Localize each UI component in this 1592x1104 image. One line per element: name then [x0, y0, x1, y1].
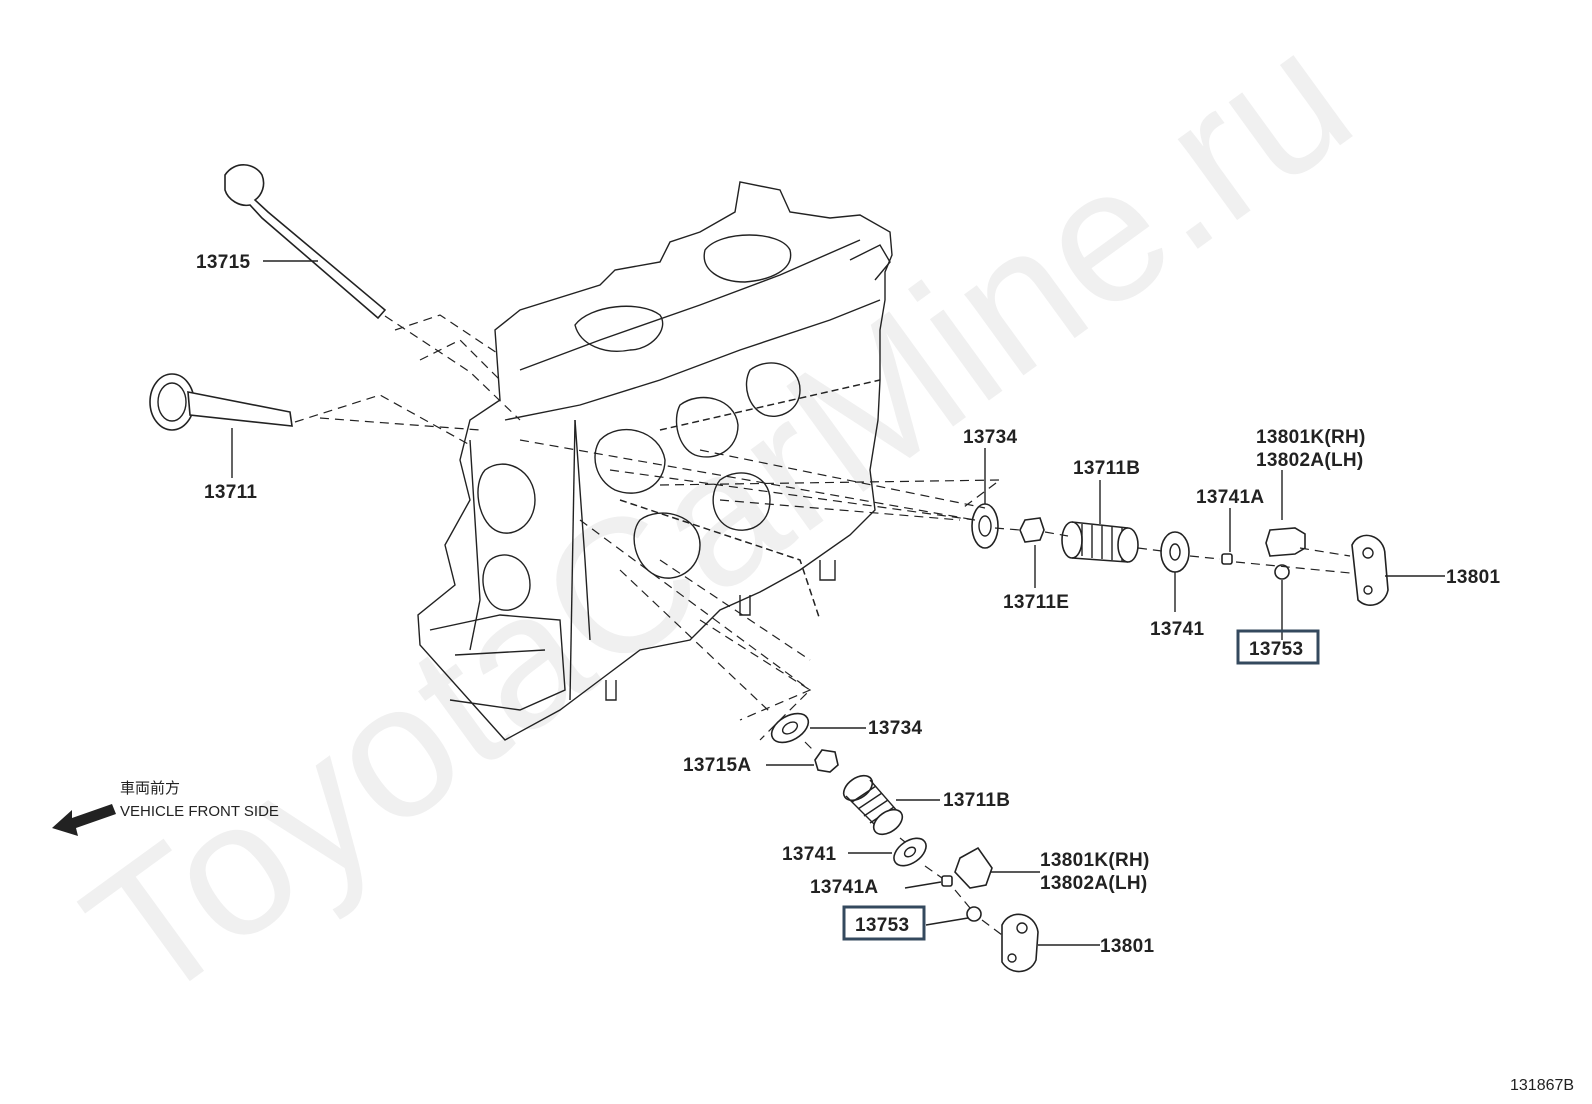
arrow-left-icon	[52, 804, 116, 836]
label-13711E: 13711E	[1003, 592, 1069, 613]
highlight-box-lower[interactable]	[842, 905, 926, 941]
label-13711: 13711	[204, 482, 257, 503]
label-13753-lower[interactable]: 13753	[855, 915, 909, 936]
label-13801-upper: 13801	[1446, 567, 1500, 588]
label-13802A-upper: 13802A(LH)	[1256, 450, 1364, 471]
upper-stack	[519, 439, 1389, 606]
label-13715A: 13715A	[683, 755, 751, 776]
watermark: ToyotaCarMine.ru	[49, 0, 1387, 1043]
label-13801K-upper: 13801K(RH)	[1256, 427, 1366, 448]
label-13741-lower: 13741	[782, 844, 836, 865]
part-labels: 13715 13711 13734 13711E 13711B 13741 13…	[196, 252, 1500, 957]
intake-valve	[149, 373, 293, 431]
label-13711B-upper: 13711B	[1073, 458, 1140, 479]
vehicle-front-indicator: 車両前方 VEHICLE FRONT SIDE	[52, 780, 279, 836]
label-13741A-upper: 13741A	[1196, 487, 1264, 508]
label-13802A-lower: 13802A(LH)	[1040, 873, 1148, 894]
label-13711B-lower: 13711B	[943, 790, 1010, 811]
leader-lines	[231, 260, 1445, 946]
figure-reference: 131867B	[1510, 1077, 1574, 1094]
lower-stack	[579, 519, 1039, 973]
label-13801-lower: 13801	[1100, 936, 1154, 957]
label-13741A-lower: 13741A	[810, 877, 878, 898]
label-13734-upper: 13734	[963, 427, 1017, 448]
label-13734-lower: 13734	[868, 718, 922, 739]
label-13753-upper[interactable]: 13753	[1249, 639, 1303, 660]
exhaust-valve	[224, 164, 387, 320]
label-13801K-lower: 13801K(RH)	[1040, 850, 1150, 871]
front-side-japanese: 車両前方	[120, 780, 180, 797]
highlight-box-upper[interactable]	[1236, 629, 1320, 665]
front-side-english: VEHICLE FRONT SIDE	[120, 803, 279, 820]
label-13715: 13715	[196, 252, 250, 273]
label-13741-upper: 13741	[1150, 619, 1204, 640]
cylinder-head	[417, 181, 893, 741]
